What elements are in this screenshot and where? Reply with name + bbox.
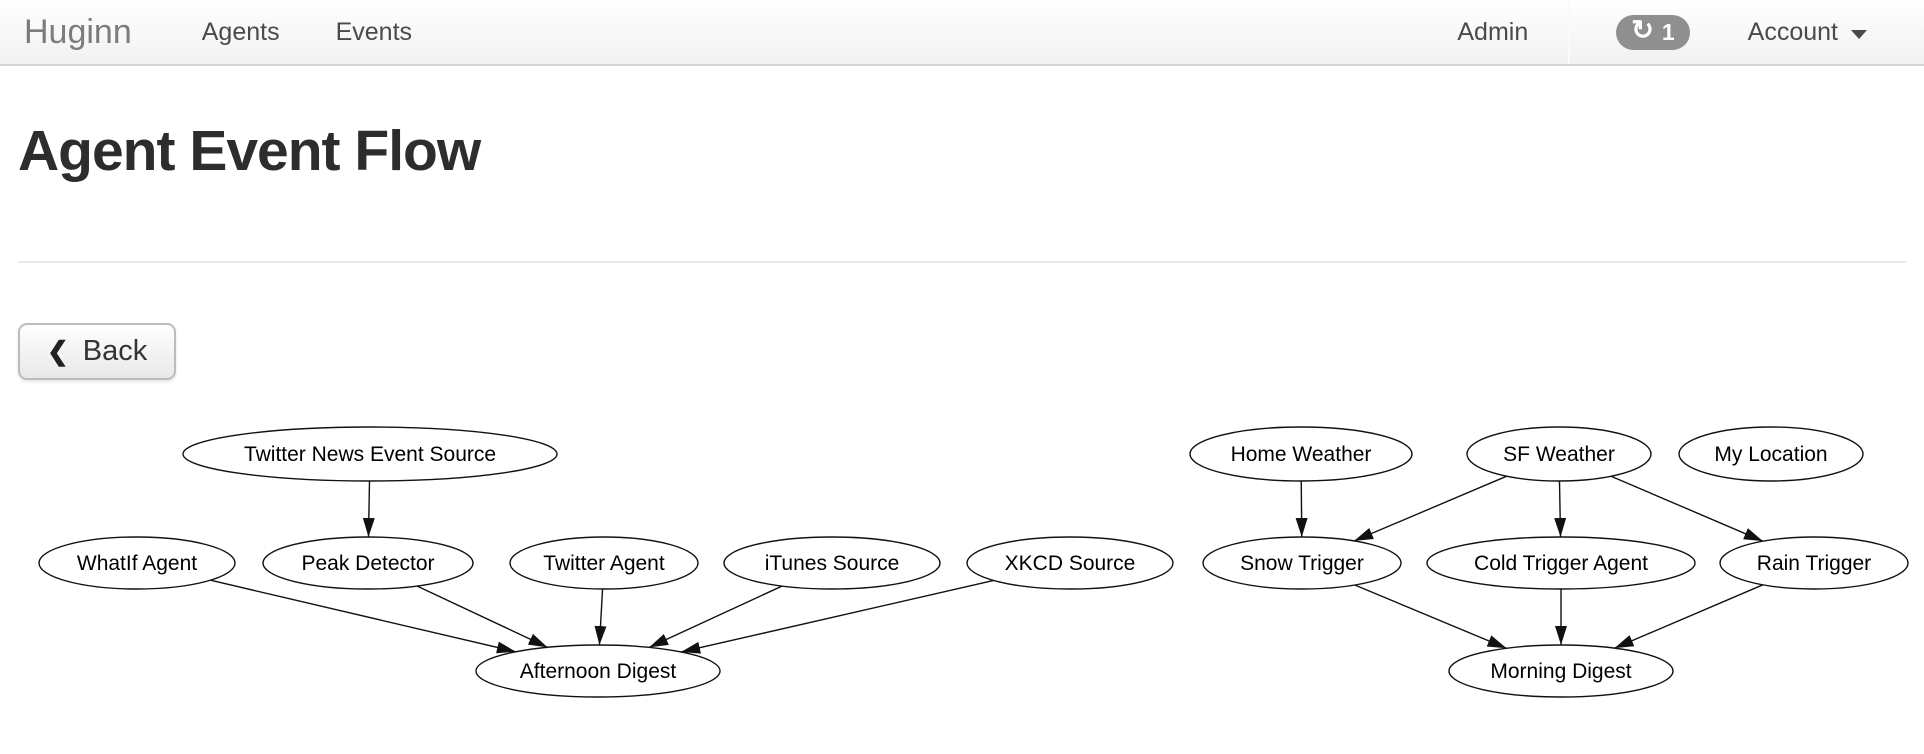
graph-node-twitter-news-event-source: Twitter News Event Source bbox=[182, 426, 558, 482]
graph-edge-xkcd-source--afternoon-digest bbox=[680, 579, 994, 654]
graph-node-label: iTunes Source bbox=[765, 552, 900, 575]
nav-item-admin[interactable]: Admin bbox=[1457, 17, 1529, 46]
graph-node-rain-trigger: Rain Trigger bbox=[1719, 536, 1909, 590]
nav-item-events[interactable]: Events bbox=[335, 17, 413, 46]
jobs-count: 1 bbox=[1661, 18, 1675, 45]
graph-node-label: Cold Trigger Agent bbox=[1474, 552, 1648, 575]
graph-node-label: Rain Trigger bbox=[1757, 552, 1871, 575]
graph-node-xkcd-source: XKCD Source bbox=[966, 536, 1174, 590]
chevron-down-icon bbox=[1851, 29, 1867, 39]
refresh-icon: ↻ bbox=[1631, 15, 1654, 45]
title-divider bbox=[18, 261, 1906, 263]
navbar-right: Admin ↻ 1 Account bbox=[1457, 0, 1867, 64]
graph-node-label: My Location bbox=[1714, 443, 1827, 466]
brand-logo[interactable]: Huginn bbox=[24, 12, 132, 51]
graph-node-label: Snow Trigger bbox=[1240, 552, 1364, 575]
graph-node-peak-detector: Peak Detector bbox=[262, 536, 474, 590]
graph-edge-whatif-agent--afternoon-digest bbox=[210, 579, 517, 654]
graph-node-whatif-agent: WhatIf Agent bbox=[38, 536, 236, 590]
graph-node-sf-weather: SF Weather bbox=[1466, 426, 1652, 482]
graph-edge-sf-weather--snow-trigger bbox=[1353, 475, 1507, 542]
back-button-label: Back bbox=[82, 335, 148, 367]
graph-node-snow-trigger: Snow Trigger bbox=[1202, 536, 1402, 590]
graph-node-label: Afternoon Digest bbox=[520, 660, 677, 683]
graph-node-cold-trigger-agent: Cold Trigger Agent bbox=[1426, 536, 1696, 590]
graph-node-twitter-agent: Twitter Agent bbox=[509, 536, 699, 590]
top-navbar: Huginn Agents Events Admin ↻ 1 Account bbox=[0, 0, 1924, 66]
graph-node-label: WhatIf Agent bbox=[77, 552, 197, 575]
nav-item-agents[interactable]: Agents bbox=[201, 17, 280, 46]
graph-edge-itunes-source--afternoon-digest bbox=[648, 585, 783, 649]
graph-node-home-weather: Home Weather bbox=[1189, 426, 1413, 482]
graph-node-label: Twitter Agent bbox=[543, 552, 665, 575]
graph-edge-home-weather--snow-trigger bbox=[1295, 480, 1308, 538]
navbar-divider bbox=[1568, 0, 1571, 64]
graph-edge-sf-weather--rain-trigger bbox=[1610, 475, 1764, 542]
graph-node-label: SF Weather bbox=[1503, 443, 1615, 466]
graph-edge-sf-weather--cold-trigger-agent bbox=[1554, 480, 1567, 538]
graph-edge-twitter-news-event-source--peak-detector bbox=[362, 480, 375, 538]
graph-node-label: Twitter News Event Source bbox=[244, 443, 496, 466]
primary-nav: Agents Events bbox=[174, 18, 440, 47]
graph-node-afternoon-digest: Afternoon Digest bbox=[475, 644, 721, 698]
back-button[interactable]: ❮ Back bbox=[18, 323, 177, 380]
graph-edge-twitter-agent--afternoon-digest bbox=[594, 588, 607, 646]
graph-edge-peak-detector--afternoon-digest bbox=[416, 585, 548, 648]
main-content: Agent Event Flow ❮ Back Twitter News Eve… bbox=[0, 121, 1924, 714]
graph-node-morning-digest: Morning Digest bbox=[1448, 644, 1674, 698]
graph-edge-snow-trigger--morning-digest bbox=[1354, 584, 1507, 649]
graph-node-my-location: My Location bbox=[1678, 426, 1864, 482]
page-title: Agent Event Flow bbox=[18, 119, 481, 183]
graph-node-itunes-source: iTunes Source bbox=[723, 536, 941, 590]
graph-node-label: XKCD Source bbox=[1005, 552, 1136, 575]
graph-edge-rain-trigger--morning-digest bbox=[1614, 584, 1764, 649]
graph-node-label: Morning Digest bbox=[1490, 660, 1631, 683]
graph-node-label: Peak Detector bbox=[301, 552, 434, 575]
account-label: Account bbox=[1747, 17, 1838, 46]
chevron-left-icon: ❮ bbox=[47, 336, 69, 366]
graph-node-label: Home Weather bbox=[1231, 443, 1372, 466]
jobs-count-badge[interactable]: ↻ 1 bbox=[1616, 14, 1690, 50]
account-dropdown[interactable]: Account bbox=[1748, 18, 1867, 47]
